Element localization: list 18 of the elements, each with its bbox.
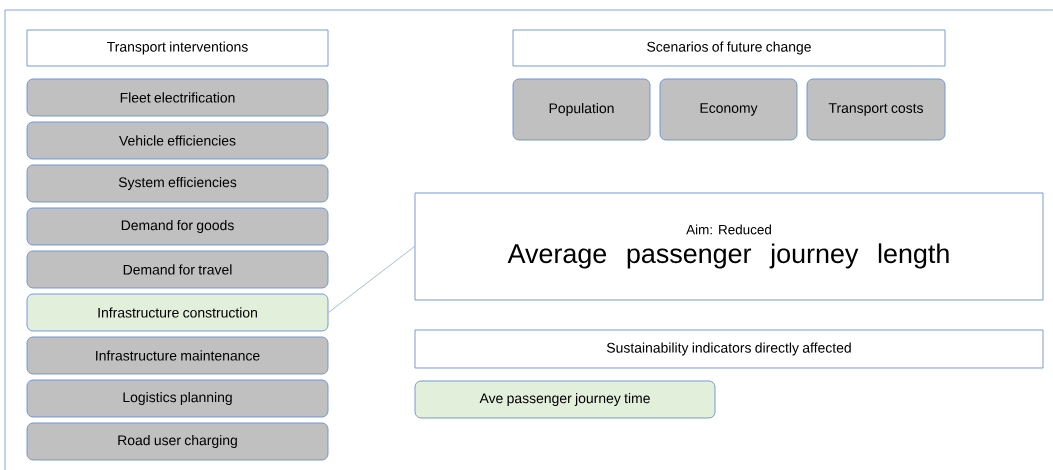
heading-box: Transport interventions <box>26 29 329 67</box>
rounded-box: Demand for goods <box>26 207 329 246</box>
heading-box: Sustainability indicators directly affected <box>414 329 1044 369</box>
rounded-box: Infrastructure maintenance <box>26 336 329 375</box>
rounded-box: Economy <box>659 78 798 141</box>
rounded-box: Vehicle efficiencies <box>26 121 329 160</box>
rounded-box: System efficiencies <box>26 164 329 203</box>
rounded-box: Transport costs <box>806 78 946 141</box>
heading-box: Scenarios of future change <box>512 29 946 67</box>
rounded-box: Logistics planning <box>26 379 329 418</box>
rounded-box: Demand for travel <box>26 250 329 289</box>
rounded-box: Road user charging <box>26 422 329 461</box>
aim-box: Aim: Reduced Average passenger journey length <box>414 192 1044 301</box>
highlighted-box: Ave passenger journey time <box>414 380 716 419</box>
highlighted-box: Infrastructure construction <box>26 293 329 332</box>
connector-line <box>328 246 415 313</box>
rounded-box: Population <box>512 78 651 141</box>
rounded-box: Fleet electrification <box>26 78 329 117</box>
